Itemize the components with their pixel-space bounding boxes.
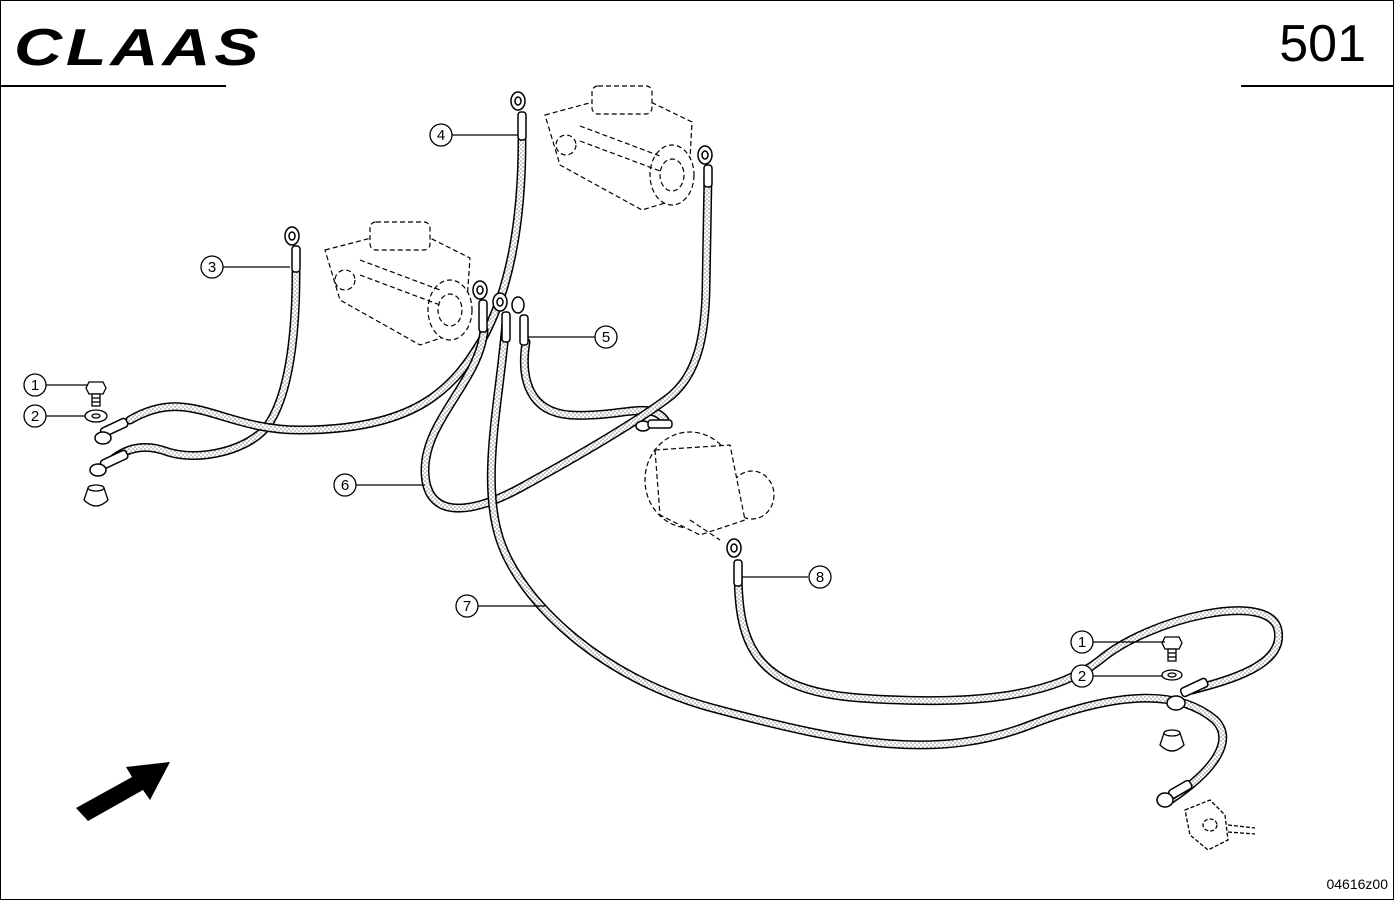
cable-6 <box>420 170 713 513</box>
fasteners-left <box>83 381 109 507</box>
svg-text:1: 1 <box>31 377 39 394</box>
terminal-3-top <box>284 226 301 273</box>
bolt-icon <box>85 381 107 407</box>
svg-text:5: 5 <box>602 329 610 346</box>
page-number: 501 <box>1279 15 1366 73</box>
cable-8 <box>733 563 1283 706</box>
header-rule-left <box>0 85 226 87</box>
cable-7 <box>486 317 1228 805</box>
starter-motor-icon <box>324 85 695 346</box>
terminals <box>89 91 1209 808</box>
svg-text:7: 7 <box>463 598 471 615</box>
svg-text:3: 3 <box>208 259 216 276</box>
callout-6: 6 <box>333 473 357 497</box>
ground-stud-icon <box>1159 729 1185 752</box>
direction-arrow-icon <box>76 762 170 821</box>
terminal-block-icon <box>1184 799 1256 851</box>
terminal-left-upper <box>94 417 129 445</box>
drawing-id: 04616z00 <box>1326 876 1388 892</box>
callout-1-right: 1 <box>1070 630 1094 654</box>
callout-1-left: 1 <box>23 373 47 397</box>
callout-2-right: 2 <box>1070 664 1094 688</box>
terminal-left-lower <box>89 449 129 477</box>
terminal-right-upper <box>1166 677 1209 711</box>
svg-text:4: 4 <box>437 127 445 144</box>
callout-7: 7 <box>455 594 479 618</box>
cables <box>107 135 1283 805</box>
terminal-4-top <box>510 91 527 141</box>
terminal-starter2-right <box>697 145 713 188</box>
leader-lines <box>46 134 1165 677</box>
svg-text:2: 2 <box>31 408 39 425</box>
cable-4 <box>125 135 527 435</box>
starter-motor-2 <box>544 85 695 211</box>
cable-5 <box>519 337 670 425</box>
terminal-junction-a <box>492 292 511 343</box>
alternator-icon <box>644 431 775 541</box>
callout-4: 4 <box>429 123 453 147</box>
svg-text:2: 2 <box>1078 668 1086 685</box>
callouts: 1 2 3 4 5 6 7 8 1 2 <box>23 123 1094 688</box>
washer-icon <box>84 409 108 423</box>
callout-5: 5 <box>594 325 618 349</box>
header-rule-right <box>1241 85 1394 87</box>
fasteners-right <box>1159 636 1256 851</box>
svg-text:1: 1 <box>1078 634 1086 651</box>
ground-stud-icon <box>83 484 109 507</box>
starter-motor-1 <box>324 221 473 346</box>
terminal-starter1-right <box>472 280 488 333</box>
brand-logo: CLAAS <box>14 19 263 77</box>
terminal-right-lower <box>1156 779 1193 808</box>
svg-text:8: 8 <box>816 569 824 586</box>
svg-text:6: 6 <box>341 477 349 494</box>
washer-icon <box>1161 669 1183 681</box>
terminal-junction-b <box>511 296 529 346</box>
terminal-alt-b <box>635 419 673 432</box>
callout-8: 8 <box>808 565 832 589</box>
terminal-8-top <box>726 538 743 587</box>
callout-3: 3 <box>200 255 224 279</box>
callout-2-left: 2 <box>23 404 47 428</box>
cable-3 <box>107 267 301 465</box>
bolt-icon <box>1161 636 1183 662</box>
